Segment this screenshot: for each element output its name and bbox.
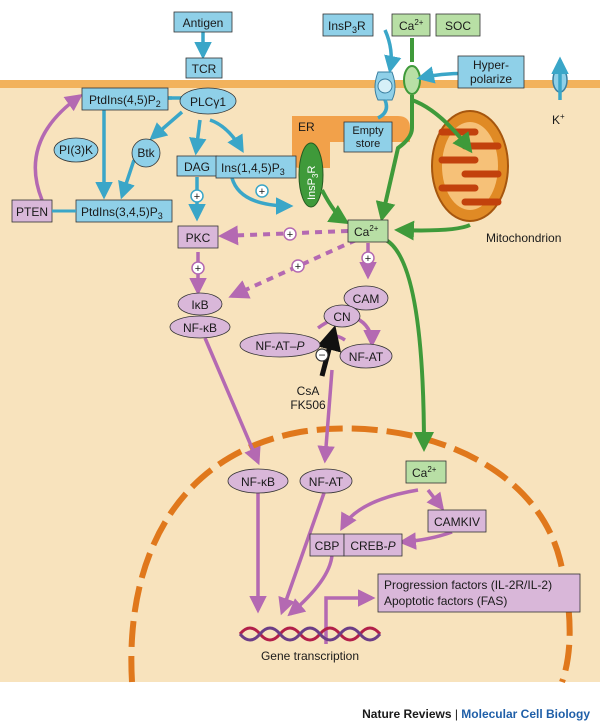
nfat-cytosol-node	[339, 343, 393, 369]
nfkb-nuclear-node	[227, 468, 289, 494]
blue-plus-signs: + +	[190, 184, 269, 203]
tcr-box	[185, 57, 223, 79]
nfat-p-node	[239, 332, 321, 358]
svg-text:TCR: TCR	[192, 62, 217, 76]
mitochondrion-label: Mitochondrion	[486, 231, 561, 245]
svg-text:+: +	[259, 186, 265, 198]
svg-text:Empty: Empty	[352, 125, 384, 137]
ikb-node	[177, 292, 223, 316]
svg-text:InsP3R: InsP3R	[328, 19, 366, 35]
svg-text:NF-AT: NF-AT	[309, 475, 344, 489]
svg-text:Hyper-: Hyper-	[473, 58, 509, 72]
svg-text:CAMKIV: CAMKIV	[434, 515, 480, 529]
btk-node	[131, 138, 161, 168]
svg-text:NF-κB: NF-κB	[241, 475, 275, 489]
svg-text:Antigen: Antigen	[183, 16, 224, 30]
svg-text:CN: CN	[333, 310, 350, 324]
ip3-box	[215, 155, 297, 179]
pip2-box	[81, 87, 169, 111]
svg-text:store: store	[356, 138, 380, 150]
soc-box	[435, 13, 481, 37]
green-pathway-arrows	[320, 38, 473, 452]
svg-text:PtdIns(3,4,5)P3: PtdIns(3,4,5)P3	[81, 205, 163, 221]
svg-text:NF-κB: NF-κB	[183, 321, 217, 335]
progression-factors: Progression factors (IL-2R/IL-2)	[384, 578, 552, 592]
soc-channel	[403, 65, 421, 95]
svg-text:Ins(1,4,5)P3: Ins(1,4,5)P3	[221, 161, 285, 177]
nfkb-cytosol-node	[169, 315, 231, 339]
nucleus-envelope	[128, 425, 573, 684]
purple-plus-signs: + + + + −	[191, 227, 375, 362]
svg-text:polarize: polarize	[470, 72, 512, 86]
ca-cytosol-box	[347, 219, 389, 243]
journal-credit: Nature Reviews | Molecular Cell Biology	[362, 707, 590, 721]
svg-text:+: +	[365, 253, 371, 265]
svg-text:InsP3R: InsP3R	[306, 166, 320, 200]
hyperpolarize-label-box	[457, 55, 525, 89]
svg-text:SOC: SOC	[445, 19, 471, 33]
insp3r-label-box	[322, 13, 374, 37]
er-insp3r-channel	[298, 142, 324, 208]
antigen-box	[173, 11, 233, 33]
nfat-nuclear-node	[299, 468, 353, 494]
plc-gamma1-node	[179, 87, 237, 115]
csa-label: CsA	[297, 384, 320, 398]
svg-text:+: +	[295, 261, 301, 273]
svg-text:+: +	[195, 263, 201, 275]
svg-text:NF-AT: NF-AT	[349, 350, 384, 364]
svg-text:Ca2+: Ca2+	[412, 465, 437, 480]
svg-text:CREB-P: CREB-P	[350, 539, 395, 553]
plasma-membrane	[0, 80, 600, 88]
svg-text:NF-AT–P: NF-AT–P	[255, 339, 304, 353]
k-ion-label: K+	[552, 112, 565, 127]
svg-text:Ca2+: Ca2+	[399, 18, 424, 33]
svg-text:PTEN: PTEN	[16, 205, 48, 219]
svg-text:Ca2+: Ca2+	[354, 224, 379, 239]
svg-text:CBP: CBP	[315, 539, 340, 553]
membrane-insp3r	[374, 71, 396, 101]
ca-nuclear-box	[405, 460, 447, 484]
svg-text:PI(3)K: PI(3)K	[59, 143, 93, 157]
pkc-box	[177, 225, 219, 249]
svg-text:+: +	[287, 229, 293, 241]
cam-node	[343, 285, 389, 311]
svg-text:CAM: CAM	[353, 292, 380, 306]
mitochondrion	[431, 110, 509, 222]
svg-text:IκB: IκB	[191, 298, 208, 312]
svg-text:−: −	[318, 348, 325, 362]
cn-node	[323, 304, 361, 328]
apoptotic-factors: Apoptotic factors (FAS)	[384, 594, 507, 608]
svg-text:+: +	[194, 191, 200, 203]
svg-text:PLCγ1: PLCγ1	[190, 95, 226, 109]
empty-store-box	[343, 121, 393, 153]
svg-text:Btk: Btk	[137, 146, 155, 160]
svg-text:PKC: PKC	[186, 231, 211, 245]
creb-p-box	[343, 533, 403, 557]
dna-helix	[238, 626, 382, 642]
fk506-label: FK506	[290, 398, 326, 412]
pi3k-node	[53, 137, 99, 163]
svg-text:DAG: DAG	[184, 160, 210, 174]
ca-top-box	[391, 13, 431, 37]
target-genes-box	[377, 573, 581, 613]
camkiv-box	[427, 509, 487, 533]
svg-text:ER: ER	[298, 120, 315, 134]
svg-text:PtdIns(4,5)P2: PtdIns(4,5)P2	[89, 93, 161, 109]
purple-pathway-arrows	[33, 93, 453, 644]
gene-transcription-label: Gene transcription	[261, 649, 359, 663]
